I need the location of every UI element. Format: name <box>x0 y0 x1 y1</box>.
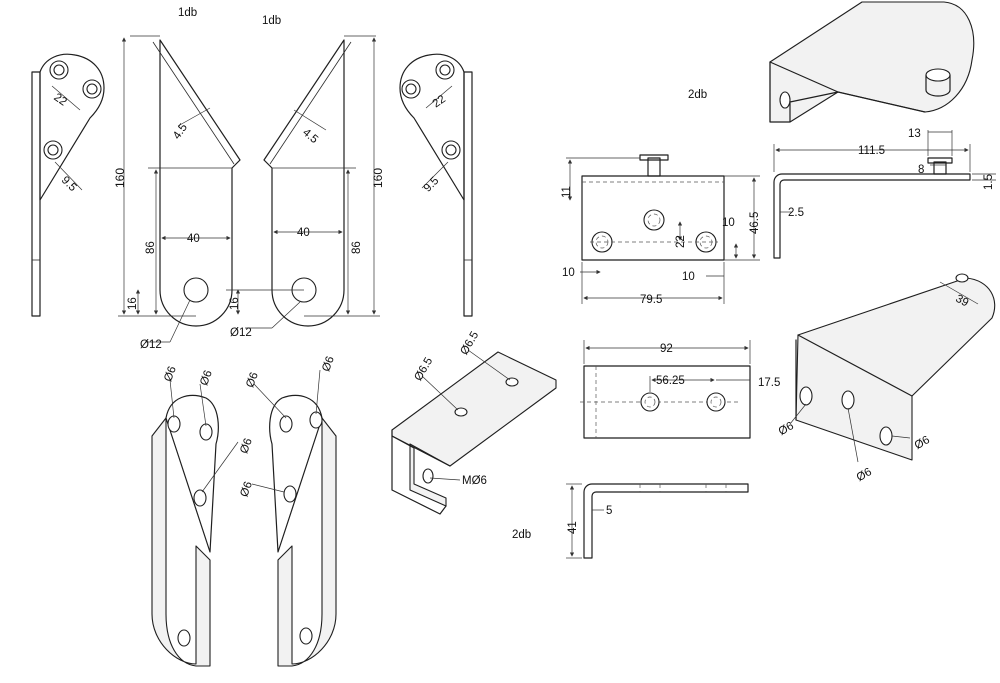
dim-left-hole-spacing: 22 <box>51 91 68 108</box>
dim-pin-height: 11 <box>561 186 573 198</box>
dim-side-pin-width: 13 <box>908 128 921 140</box>
quantity-label-top-bracket: 2db <box>688 89 707 101</box>
dim-right-offset: 9.5 <box>422 175 442 195</box>
dim-bracket-overall-width: 79.5 <box>640 294 662 306</box>
right-teardrop-plate-view: 22 9.5 <box>399 53 473 317</box>
dim-right-plate-hole-2: Ø6 <box>320 355 337 374</box>
left-plate-isometric: Ø6 Ø6 Ø6 <box>151 365 255 667</box>
dim-flat-side-height: 41 <box>567 521 579 534</box>
dim-left-width: 40 <box>187 233 200 245</box>
dim-right-width: 40 <box>297 227 310 239</box>
dim-flat-hole-left: Ø6.5 <box>412 356 435 384</box>
dim-hole-offset-right: 10 <box>722 217 735 229</box>
flat-bracket-side-view: 41 5 <box>566 483 749 559</box>
left-hinge-plate-front: 160 86 16 40 4.5 Ø12 <box>113 35 241 351</box>
quantity-label-left: 1db <box>178 7 197 19</box>
dim-right-blade-thickness: 4.5 <box>300 127 320 146</box>
dim-left-blade-thickness: 4.5 <box>171 122 190 142</box>
dim-flat-edge-offset: 17.5 <box>758 377 780 389</box>
left-teardrop-plate-view: 22 9.5 <box>31 53 105 317</box>
flat-bracket-front-view: 92 56.25 17.5 <box>580 340 780 439</box>
pin-bracket-front-view: 11 46.5 10 22 10 10 79.5 <box>561 154 761 306</box>
dim-right-total-height: 160 <box>371 168 385 188</box>
dim-left-plate-hole-3: Ø6 <box>238 437 255 456</box>
dim-angled-hole-b: Ø6 <box>855 466 874 484</box>
dim-side-overall-length: 111.5 <box>858 145 885 157</box>
dim-right-hole-spacing: 22 <box>431 93 448 110</box>
dim-right-hole-from-bottom: 16 <box>229 297 241 310</box>
dim-left-hole-from-bottom: 16 <box>127 297 139 310</box>
angled-bracket-isometric: 39 Ø6 Ø6 Ø6 <box>777 273 996 484</box>
dim-side-thickness: 1.5 <box>983 174 995 190</box>
dim-left-bottom-hole: Ø12 <box>140 339 162 351</box>
dim-angled-hole-c: Ø6 <box>913 434 932 452</box>
dim-right-plate-hole-1: Ø6 <box>244 371 261 390</box>
right-hinge-plate-front: 160 86 16 40 4.5 Ø12 <box>226 35 385 339</box>
dim-side-pin-height: 8 <box>918 164 924 176</box>
pin-bracket-isometric <box>769 1 975 123</box>
dim-flat-hole-right: Ø6.5 <box>458 330 481 358</box>
dim-angled-hole-a: Ø6 <box>777 420 796 438</box>
right-plate-isometric: Ø6 Ø6 Ø6 <box>238 355 337 667</box>
dim-right-bottom-hole: Ø12 <box>230 327 252 339</box>
quantity-label-right: 1db <box>262 15 281 27</box>
dim-left-offset: 9.5 <box>59 174 79 194</box>
dim-bracket-overall-height: 46.5 <box>749 212 761 234</box>
dim-flat-tapped-hole: MØ6 <box>462 475 487 487</box>
dim-right-lower-height: 86 <box>351 241 363 254</box>
quantity-label-bottom-bracket: 2db <box>512 529 531 541</box>
dim-left-plate-hole-1: Ø6 <box>162 365 179 384</box>
dim-right-plate-hole-3: Ø6 <box>238 480 255 499</box>
dim-flat-side-thickness: 5 <box>606 505 612 517</box>
flat-bracket-isometric: Ø6.5 Ø6.5 MØ6 <box>391 330 557 515</box>
pin-bracket-side-view: 111.5 13 8 1.5 2.5 <box>773 128 996 259</box>
dim-left-plate-hole-2: Ø6 <box>198 369 215 388</box>
dim-flat-hole-spacing: 56.25 <box>656 375 685 387</box>
dim-flat-overall-width: 92 <box>660 343 673 355</box>
dim-hole-spacing-vertical: 22 <box>675 235 687 248</box>
dim-left-total-height: 160 <box>113 168 127 188</box>
dim-side-wall-thickness: 2.5 <box>788 207 804 219</box>
dim-angled-bracket-39: 39 <box>953 293 970 310</box>
dim-hole-offset-bottom: 10 <box>682 271 695 283</box>
dim-hole-offset-left: 10 <box>562 267 575 279</box>
dim-left-lower-height: 86 <box>145 241 157 254</box>
